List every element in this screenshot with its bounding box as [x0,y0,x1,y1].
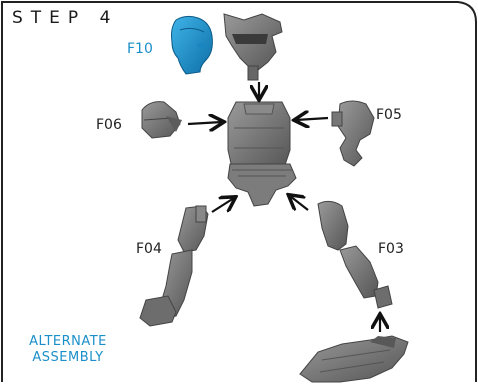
label-f04: F04 [136,241,162,257]
alternate-part [300,336,408,382]
label-f05: F05 [376,107,402,123]
arm-part-f05 [332,101,374,166]
alternate-assembly-note: ALTERNATE ASSEMBLY [24,334,112,366]
torso-part [228,102,296,206]
arrow-f03 [290,196,308,210]
note-line-1: ALTERNATE [24,334,112,350]
note-line-2: ASSEMBLY [24,350,112,366]
head-part-f10 [172,16,213,74]
label-f03: F03 [378,241,404,257]
arrow-f06 [188,122,222,124]
arrow-f05 [296,118,328,120]
label-f06: F06 [96,117,122,133]
label-f10: F10 [127,41,153,57]
leg-part-f04 [140,206,208,326]
shoulder-part-f06 [142,102,182,138]
helmet-part [224,14,282,80]
arrow-f04 [212,198,234,212]
